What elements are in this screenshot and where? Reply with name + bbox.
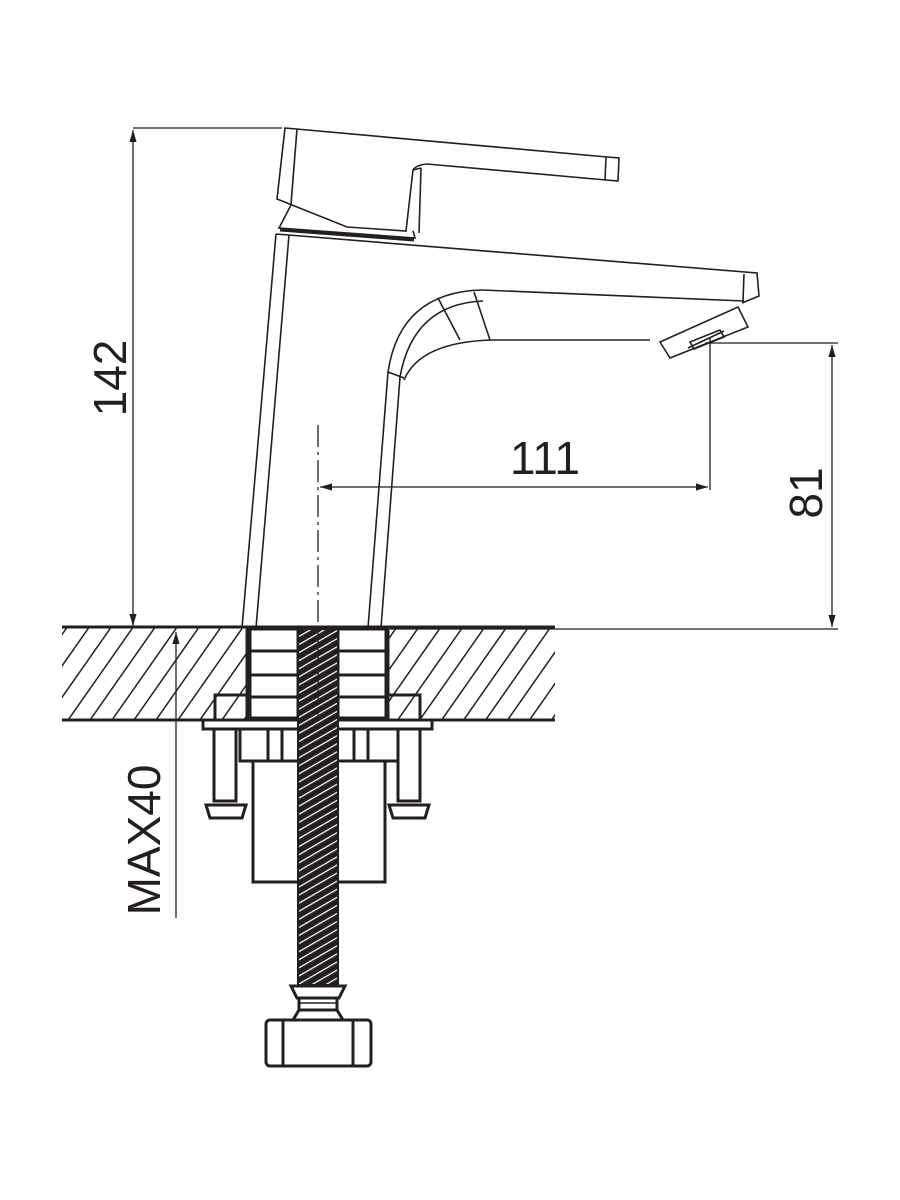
dimension-height-label: 142 xyxy=(84,340,136,417)
faucet-body xyxy=(241,233,760,629)
dimension-reach: 111 xyxy=(317,338,711,640)
lever-handle xyxy=(276,127,620,234)
dimension-spout-height-label: 81 xyxy=(780,467,832,518)
handle-base-ring xyxy=(277,204,417,242)
aerator xyxy=(658,305,750,359)
dimension-spout-height: 81 xyxy=(390,342,838,630)
dimension-reach-label: 111 xyxy=(510,432,580,484)
threaded-rod xyxy=(297,628,339,986)
fixing-nut xyxy=(264,984,373,1068)
dimension-max-thickness-label: MAX40 xyxy=(118,765,170,916)
dimension-height: 142 xyxy=(84,127,282,626)
dimension-max-thickness: MAX40 xyxy=(118,632,186,918)
